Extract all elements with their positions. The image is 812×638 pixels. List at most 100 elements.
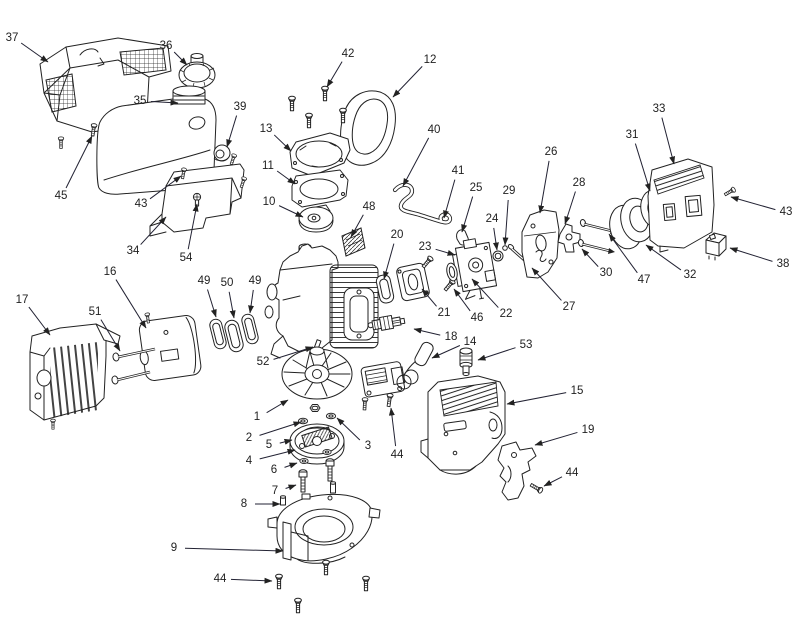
callout-leader-27-30 [531,267,562,301]
callout-number-28-22: 28 [573,177,586,189]
part-intake-gasket [375,274,395,304]
callout-number-34-6: 34 [127,245,140,257]
screw-54 [192,192,202,207]
part-carburetor [452,229,498,300]
part-starter-bolts [288,85,347,129]
callout-leader-7-48 [285,484,297,491]
callout-leader-16-52 [115,279,147,329]
callout-leader-24-20 [492,227,499,251]
callout-leader-44-51 [230,577,273,584]
callout-leader-25-18 [461,196,474,233]
callout-leader-51-54 [100,319,121,352]
callout-leader-18-34 [413,327,441,336]
part-fan-housing [267,493,381,564]
callout-leader-36-1 [173,51,188,66]
callout-number-9-50: 9 [171,542,177,554]
callout-leader-5-44 [279,438,293,445]
part-cover-screw [723,186,737,198]
callout-number-12-9: 12 [424,54,437,66]
callout-leader-50-56 [228,291,236,319]
callout-leader-4-46 [259,448,296,460]
callout-leader-3-45 [336,417,361,441]
callout-number-31-23: 31 [626,129,639,141]
callout-leader-48-13 [350,214,364,238]
callout-number-45-4: 45 [55,190,68,202]
callout-leader-26-21 [538,160,550,214]
callout-leader-28-22 [564,191,576,225]
part-bottom-screws [275,559,370,614]
part-pin [280,495,286,506]
callout-number-5-44: 5 [266,439,272,451]
callout-number-33-24: 33 [653,103,666,115]
callout-number-3-45: 3 [365,440,371,452]
callout-leader-32-27 [645,244,682,271]
callout-number-44-40: 44 [391,449,404,461]
callout-leader-20-16 [383,243,395,280]
callout-leader-17-53 [28,306,51,336]
callout-leader-45-4 [65,135,93,189]
callout-number-15-37: 15 [571,385,584,397]
part-fuel-cap [178,53,216,89]
callout-leader-21-33 [421,288,437,307]
callout-leader-14-35 [431,345,461,359]
callout-number-43-5: 43 [135,198,148,210]
part-oring [492,245,508,262]
callout-number-2-43: 2 [246,432,252,444]
callout-leader-12-9 [392,66,423,98]
callout-leader-44-39 [543,476,563,487]
callout-leader-47-28 [608,233,638,274]
part-muffler-cover [29,323,121,430]
callout-leader-39-3 [226,115,238,148]
callout-number-14-35: 14 [464,336,477,348]
part-muffler [138,312,202,381]
callout-leader-54-7 [187,203,199,250]
callout-number-8-49: 8 [241,498,247,510]
callout-number-23-17: 23 [419,241,432,253]
callout-number-17-53: 17 [16,294,29,306]
part-clutch [289,423,345,465]
callout-number-40-14: 40 [428,124,441,136]
part-lower-bracket [497,441,537,501]
part-exhaust-gaskets [209,313,259,353]
part-fuel-line [392,182,453,225]
part-starter-housing [289,132,351,183]
callout-number-44-51: 44 [214,573,227,585]
callout-number-13-10: 13 [260,123,273,135]
callout-leader-6-47 [284,462,298,469]
callout-number-50-56: 50 [221,277,234,289]
callout-number-44-39: 44 [566,467,579,479]
callout-leader-52-41 [273,346,314,360]
part-clutch-fasteners [280,449,336,506]
part-flywheel [281,346,353,400]
part-primer-fitting [459,347,473,376]
part-bracket-screw [528,481,545,495]
callout-leader-34-6 [140,216,167,245]
callout-leader-15-37 [506,392,567,406]
callout-number-26-21: 26 [545,146,558,158]
part-clutch-hardware [297,404,337,425]
callout-number-52-41: 52 [257,356,270,368]
callout-number-46-32: 46 [471,312,484,324]
callout-leader-9-50 [184,547,284,554]
callout-leader-1-42 [266,399,289,414]
callout-leader-35-2 [150,99,179,106]
callout-leader-46-32 [453,288,471,312]
part-coil-screw-b [361,397,369,411]
callout-number-29-19: 29 [503,185,516,197]
callout-leader-43-25 [730,196,776,211]
callout-number-48-13: 48 [363,201,376,213]
callout-number-27-30: 27 [563,301,576,313]
callout-number-35-2: 35 [134,95,147,107]
callout-number-6-47: 6 [271,464,277,476]
callout-leader-41-15 [443,179,456,219]
part-clip [502,245,508,251]
part-choke-bracket [557,223,581,253]
callout-leader-11-11 [276,170,296,185]
callout-number-49-57: 49 [249,275,262,287]
part-tank-bracket [149,152,248,237]
callout-leader-43-5 [149,175,182,200]
callout-number-16-52: 16 [104,266,117,278]
callout-number-38-26: 38 [777,258,790,270]
